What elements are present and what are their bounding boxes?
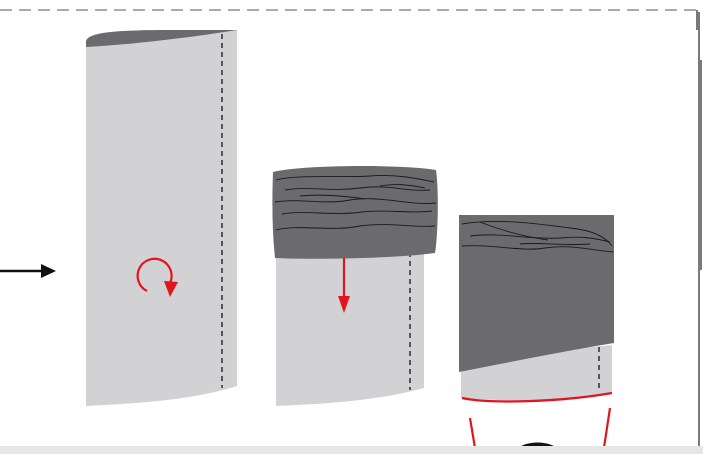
tube-step-2 (272, 166, 438, 406)
right-border-line (696, 10, 702, 454)
tube-2-body (276, 250, 424, 406)
tube-1-top-opening (86, 30, 237, 47)
tube-3-rolled-fabric (459, 215, 614, 372)
right-arrow-icon (0, 264, 56, 278)
down-arrow-icon (338, 258, 350, 313)
bottom-strip (0, 446, 703, 454)
tube-3-cut-line (461, 391, 613, 403)
tube-2-fold-lines (274, 175, 437, 231)
rotate-arrow-icon (136, 257, 178, 297)
tube-step-3 (459, 215, 614, 454)
tube-3-fold-lines (461, 221, 614, 253)
tube-1-body (86, 30, 237, 406)
tube-step-1 (86, 30, 237, 406)
